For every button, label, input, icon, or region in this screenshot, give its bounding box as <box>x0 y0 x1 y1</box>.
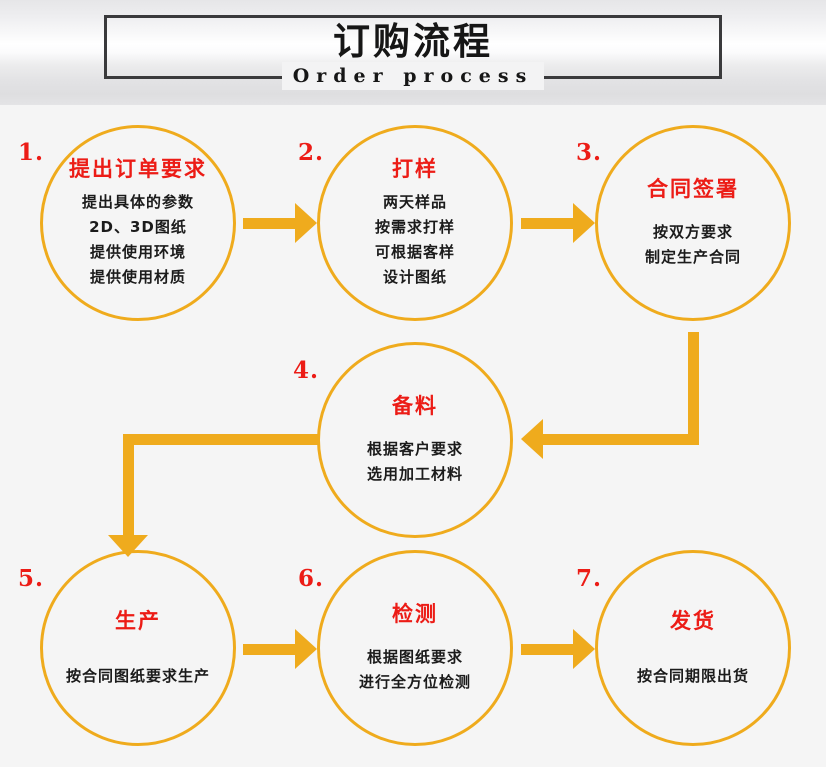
order-process-flowchart: 1. 提出订单要求 提出具体的参数 2D、3D图纸 提供使用环境 提供使用材质 … <box>0 105 826 767</box>
flow-node-step-6[interactable]: 检测 根据图纸要求 进行全方位检测 <box>317 550 513 746</box>
arrow-step6-to-step7 <box>521 629 595 669</box>
arrow-head-right-icon <box>295 203 317 243</box>
header-rule-left <box>104 76 282 79</box>
arrow-segment-horizontal <box>543 434 699 445</box>
arrow-shaft <box>243 644 297 655</box>
header-frame <box>104 15 722 78</box>
arrow-segment-vertical <box>123 434 134 542</box>
node-line: 可根据客样 <box>374 243 455 261</box>
node-line: 按合同图纸要求生产 <box>65 666 210 685</box>
arrow-shaft <box>521 644 575 655</box>
node-line: 根据图纸要求 <box>366 648 463 666</box>
arrow-step1-to-step2 <box>243 203 317 243</box>
node-line: 进行全方位检测 <box>358 673 471 691</box>
step-number-6: 6. <box>298 565 325 592</box>
node-title-step-1: 提出订单要求 <box>69 157 207 181</box>
node-line: 提供使用环境 <box>89 243 186 261</box>
node-title-step-4: 备料 <box>392 394 438 418</box>
node-line: 按双方要求 <box>652 223 733 241</box>
node-line: 设计图纸 <box>382 268 447 286</box>
step-number-3: 3. <box>576 139 603 166</box>
node-title-step-5: 生产 <box>115 608 161 633</box>
flow-node-step-5[interactable]: 生产 按合同图纸要求生产 <box>40 550 236 746</box>
arrow-shaft <box>243 218 297 229</box>
node-body-step-4: 根据客户要求 选用加工材料 <box>367 437 463 487</box>
node-line: 按需求打样 <box>374 218 455 236</box>
arrow-head-left-icon <box>521 419 543 459</box>
step-number-5: 5. <box>18 565 45 592</box>
page-subtitle: Order process <box>292 65 534 87</box>
page-title: 订购流程 <box>333 20 493 63</box>
node-body-step-3: 按双方要求 制定生产合同 <box>645 220 741 270</box>
step-number-2: 2. <box>298 139 325 166</box>
node-title-step-3: 合同签署 <box>647 177 739 201</box>
node-body-step-1: 提出具体的参数 2D、3D图纸 提供使用环境 提供使用材质 <box>82 190 194 290</box>
arrow-segment-vertical <box>688 332 699 445</box>
subtitle-backdrop <box>282 62 544 90</box>
arrow-head-right-icon <box>295 629 317 669</box>
step-number-7: 7. <box>576 565 603 592</box>
flow-node-step-1[interactable]: 提出订单要求 提出具体的参数 2D、3D图纸 提供使用环境 提供使用材质 <box>40 125 236 321</box>
node-body-step-6: 根据图纸要求 进行全方位检测 <box>359 645 471 695</box>
arrow-step5-to-step6 <box>243 629 317 669</box>
flow-node-step-3[interactable]: 合同签署 按双方要求 制定生产合同 <box>595 125 791 321</box>
flow-node-step-2[interactable]: 打样 两天样品 按需求打样 可根据客样 设计图纸 <box>317 125 513 321</box>
arrow-shaft <box>521 218 575 229</box>
node-line: 两天样品 <box>382 193 447 211</box>
flow-node-step-4[interactable]: 备料 根据客户要求 选用加工材料 <box>317 342 513 538</box>
node-line: 根据客户要求 <box>366 440 463 458</box>
flow-node-step-7[interactable]: 发货 按合同期限出货 <box>595 550 791 746</box>
node-body-step-2: 两天样品 按需求打样 可根据客样 设计图纸 <box>375 190 455 290</box>
step-number-4: 4. <box>293 357 320 384</box>
node-line: 按合同期限出货 <box>636 666 749 685</box>
node-line: 提供使用材质 <box>89 268 186 286</box>
header-banner: 订购流程 Order process <box>0 0 826 105</box>
node-line: 选用加工材料 <box>366 465 463 483</box>
node-line: 2D、3D图纸 <box>89 218 187 236</box>
node-body-step-7: 按合同期限出货 <box>637 664 749 689</box>
arrow-head-right-icon <box>573 629 595 669</box>
arrow-step2-to-step3 <box>521 203 595 243</box>
arrow-segment-horizontal <box>123 434 319 445</box>
arrow-head-right-icon <box>573 203 595 243</box>
node-title-step-6: 检测 <box>392 602 438 626</box>
step-number-1: 1. <box>18 139 45 166</box>
node-line: 制定生产合同 <box>644 248 741 266</box>
header-rule-right <box>544 76 722 79</box>
node-title-step-7: 发货 <box>670 608 716 633</box>
node-title-step-2: 打样 <box>392 157 438 181</box>
node-line: 提出具体的参数 <box>81 193 194 211</box>
node-body-step-5: 按合同图纸要求生产 <box>66 664 210 689</box>
